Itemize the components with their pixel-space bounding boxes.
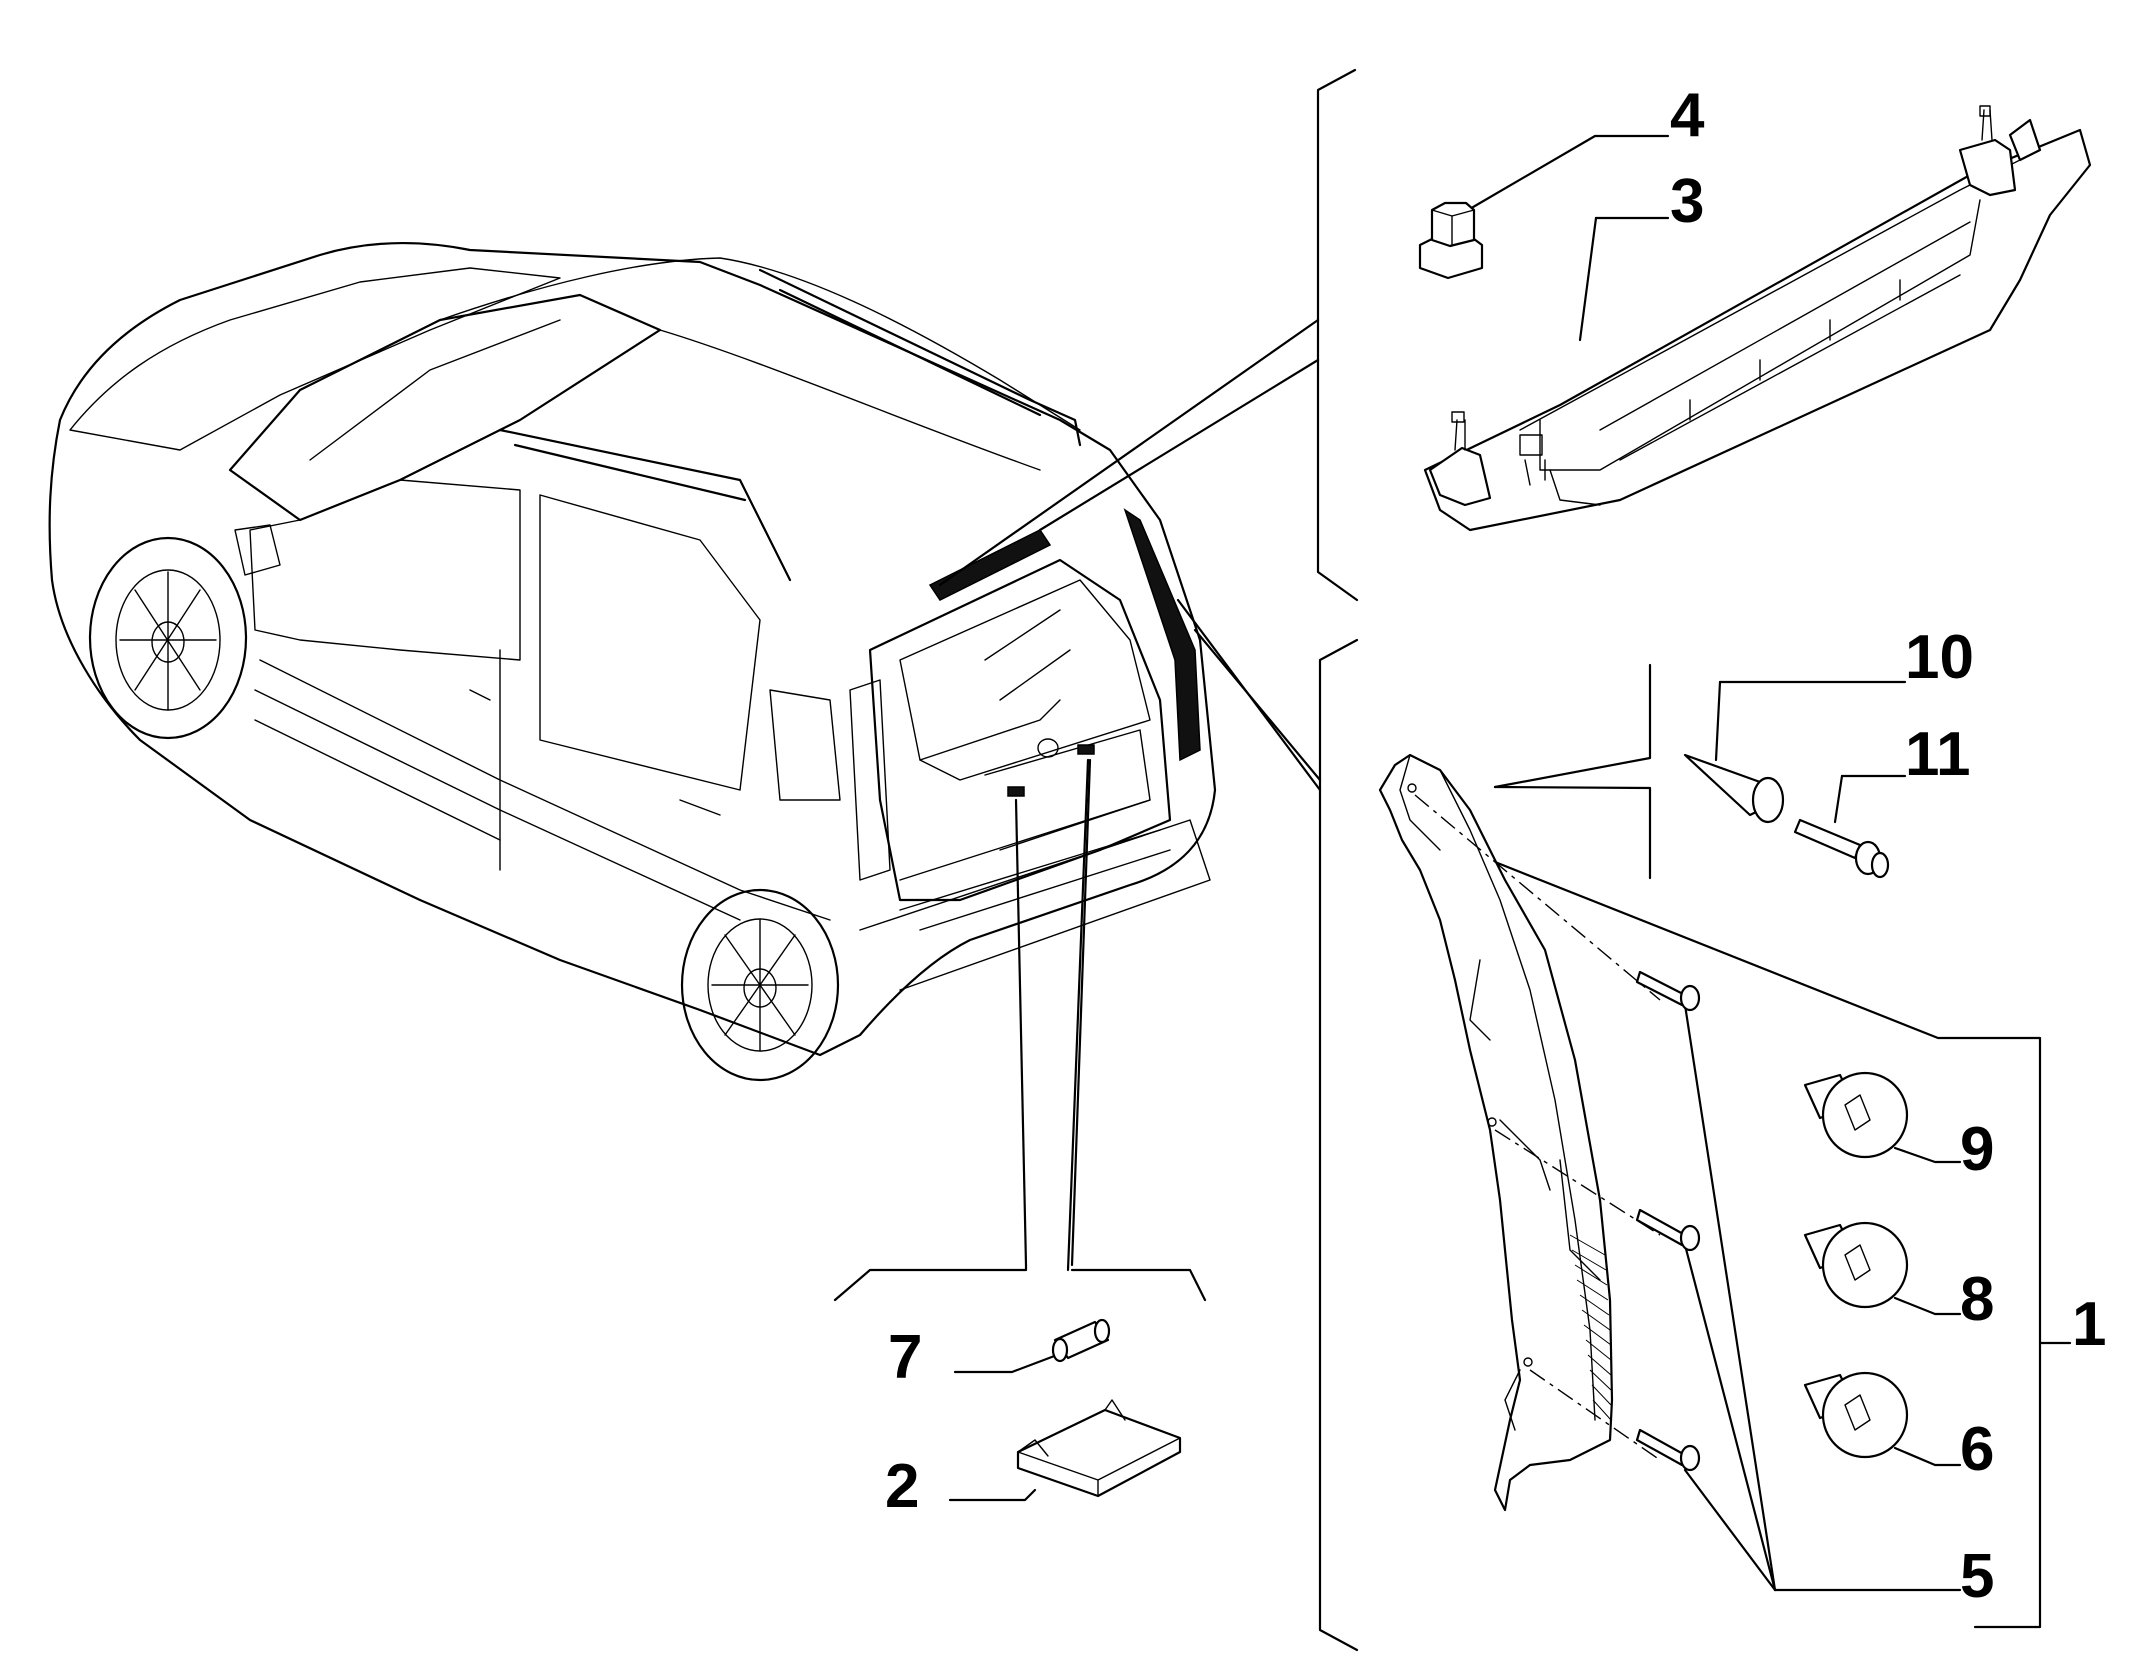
bulb-6 bbox=[1803, 1371, 1909, 1459]
leader-lines bbox=[833, 68, 2072, 1652]
part-4-grommet bbox=[1418, 201, 1484, 280]
callout-5: 5 bbox=[1960, 1542, 1994, 1611]
bulb-9 bbox=[1803, 1071, 1909, 1159]
screw bbox=[1635, 1428, 1701, 1472]
part-7-festoon-bulb bbox=[1051, 1318, 1111, 1363]
callout-3: 3 bbox=[1670, 167, 1704, 236]
callout-7: 7 bbox=[888, 1323, 922, 1392]
vehicle-drawing bbox=[48, 241, 1217, 1082]
screw bbox=[1635, 1208, 1701, 1252]
callout-11: 11 bbox=[1905, 720, 1971, 789]
callout-labels: 4 3 10 11 9 8 6 1 5 7 2 bbox=[885, 81, 2106, 1611]
part-11-screw bbox=[1793, 818, 1890, 879]
screw bbox=[1635, 970, 1701, 1012]
callout-2: 2 bbox=[885, 1452, 919, 1521]
part-2-lens bbox=[1016, 1399, 1182, 1498]
part-1-tail-light bbox=[1378, 753, 1661, 1512]
part-10-plug bbox=[1683, 753, 1785, 824]
callout-4: 4 bbox=[1670, 81, 1705, 150]
callout-9: 9 bbox=[1960, 1115, 1994, 1184]
callout-1: 1 bbox=[2072, 1290, 2106, 1359]
part-5-screws bbox=[1635, 970, 1701, 1472]
callout-8: 8 bbox=[1960, 1265, 1994, 1334]
callout-10: 10 bbox=[1905, 623, 1974, 692]
callout-6: 6 bbox=[1960, 1415, 1994, 1484]
bulb-8 bbox=[1803, 1221, 1909, 1309]
part-3-stop-lamp bbox=[1423, 105, 2092, 532]
